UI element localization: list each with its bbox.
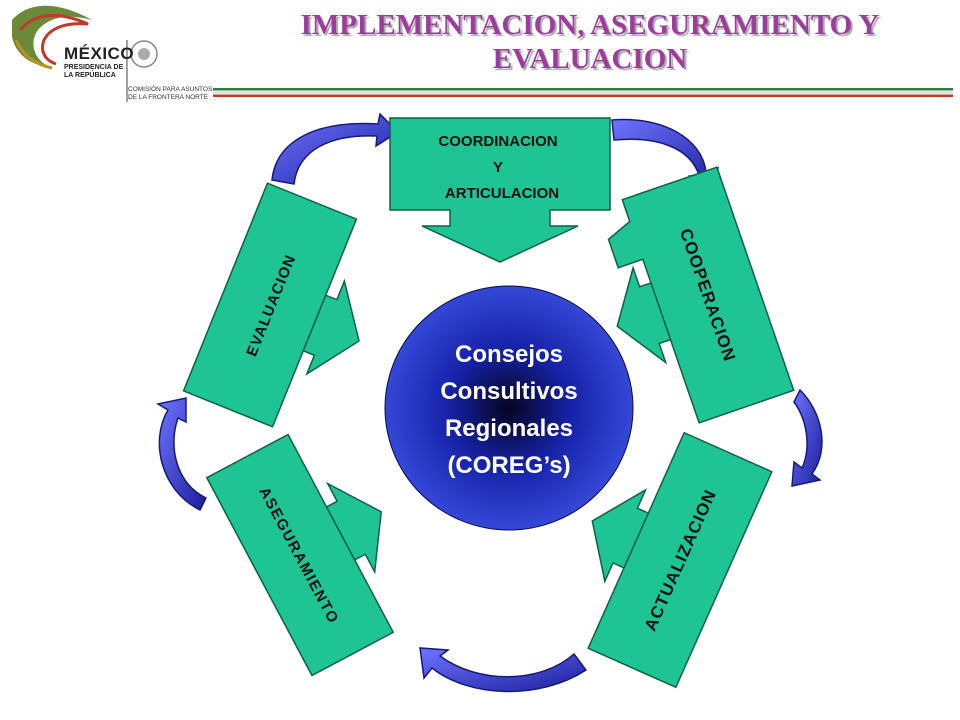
arc-arrow-bottom bbox=[419, 647, 588, 693]
center-line3: Regionales bbox=[445, 415, 573, 442]
aseguramiento-box: ASEGURAMIENTO bbox=[205, 433, 395, 677]
logo-country: MÉXICO bbox=[64, 44, 135, 63]
coordinacion-line3: ARTICULACION bbox=[445, 185, 559, 202]
center-line1: Consejos bbox=[455, 341, 563, 368]
logo-text: MÉXICO PRESIDENCIA DE LA REPÚBLICA bbox=[64, 44, 134, 80]
coordinacion-box: COORDINACION Y ARTICULACION bbox=[389, 117, 611, 263]
title-line2: EVALUACION bbox=[492, 43, 688, 75]
coordinacion-line1: COORDINACION bbox=[438, 133, 557, 150]
title-line1: IMPLEMENTACION, ASEGURAMIENTO Y bbox=[300, 9, 880, 41]
logo-subtitle: COMISIÓN PARA ASUNTOS DE LA FRONTERA NOR… bbox=[128, 86, 218, 102]
arc-arrow-right bbox=[791, 388, 823, 487]
logo-line1: PRESIDENCIA DE bbox=[64, 64, 124, 71]
logo-line2: LA REPÚBLICA bbox=[64, 72, 116, 79]
center-line4: (COREG’s) bbox=[447, 452, 570, 479]
logo bbox=[0, 0, 215, 110]
page-title: IMPLEMENTACION, ASEGURAMIENTO Y EVALUACI… bbox=[230, 8, 950, 76]
center-circle: Consejos Consultivos Regionales (COREG’s… bbox=[384, 285, 634, 531]
logo-sub2: DE LA FRONTERA NORTE bbox=[128, 94, 209, 101]
logo-sub1: COMISIÓN PARA ASUNTOS bbox=[128, 86, 213, 93]
arc-arrow-top-left bbox=[271, 112, 400, 185]
header-stripes bbox=[213, 88, 953, 97]
actualizacion-box: ACTUALIZACION bbox=[587, 431, 773, 689]
coordinacion-line2: Y bbox=[493, 159, 503, 176]
evaluacion-box: EVALUACION bbox=[182, 182, 360, 428]
arc-arrow-left bbox=[155, 397, 208, 512]
cooperacion-box: COOPERACION bbox=[607, 166, 795, 424]
eagle-emblem-icon bbox=[12, 5, 158, 102]
center-line2: Consultivos bbox=[440, 378, 577, 405]
